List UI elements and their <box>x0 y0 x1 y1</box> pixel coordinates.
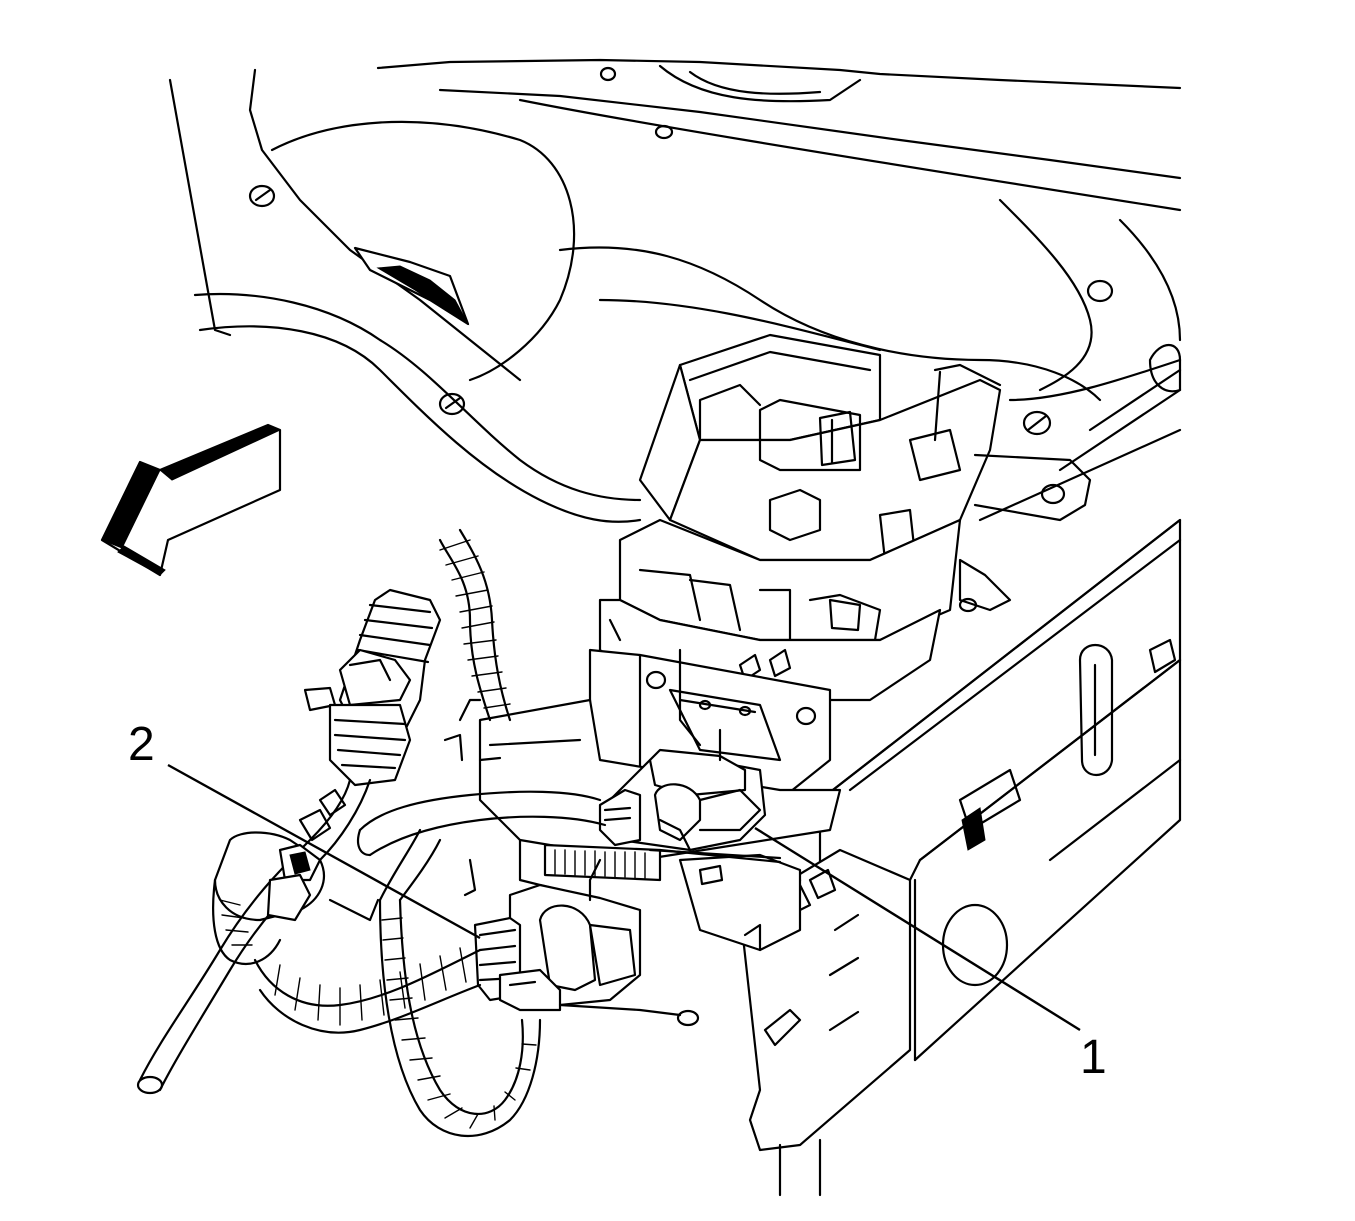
connector-2 <box>473 858 700 1027</box>
callout-2-label: 2 <box>128 718 155 771</box>
frame-rail <box>818 368 1182 1062</box>
callout-1-label: 1 <box>1080 1031 1107 1084</box>
callout-1-leader <box>754 826 1081 1032</box>
callout-2-leader <box>167 763 481 940</box>
front-direction-arrow <box>100 423 282 577</box>
upper-body-panel <box>376 58 1182 212</box>
wiring-harness <box>136 528 607 1138</box>
fender-apron <box>168 68 642 523</box>
relay-block <box>598 333 1092 702</box>
inner-panel <box>558 198 1182 436</box>
control-module <box>478 648 842 952</box>
